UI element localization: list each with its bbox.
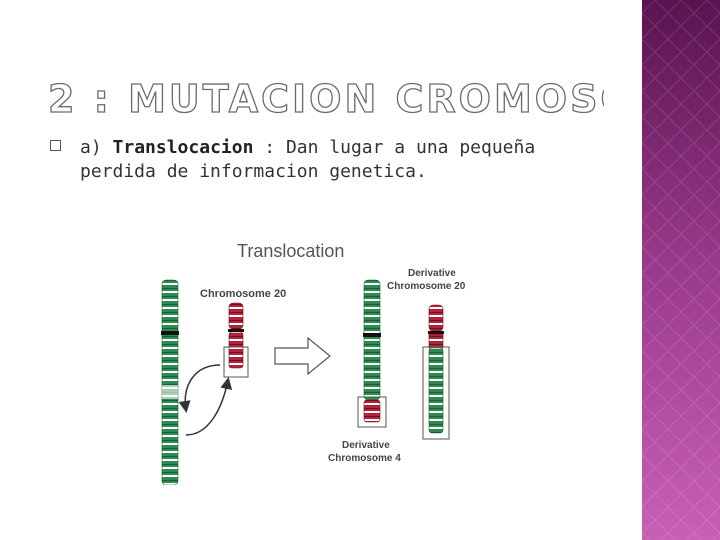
right-arrow-icon [274, 336, 331, 376]
exchange-arrow-up [185, 377, 233, 436]
label-derivative-4-line1: Derivative [342, 440, 390, 451]
bullet-prefix: a) [80, 137, 102, 158]
bullet-line1: Dan lugar a una pequeña [285, 137, 536, 158]
bullet-text: a) Translocacion : Dan lugar a una peque… [80, 136, 600, 184]
chromosome-20: Chromosome 20 [200, 288, 286, 378]
label-derivative-20-line1: Derivative [408, 268, 456, 279]
figure-heading: Translocation [237, 241, 344, 261]
chromosome-4 [161, 279, 179, 485]
bullet-term: Translocacion [112, 137, 254, 158]
bullet-line2: perdida de informacion genetica. [80, 161, 427, 182]
bullet-separator: : [253, 137, 286, 158]
translocation-diagram: Translocation Chromosome 20 Derivative [161, 241, 466, 485]
svg-text:2 : MUTACION CROMOSOMICAS: 2 : MUTACION CROMOSOMICAS [48, 78, 604, 118]
diamond-pattern [642, 0, 720, 540]
decorative-side-band [642, 0, 720, 540]
exchange-arrow-down [178, 364, 221, 413]
label-chromosome-20: Chromosome 20 [200, 288, 286, 300]
label-derivative-20-line2: Chromosome 20 [387, 281, 466, 292]
derivative-chromosome-20: Derivative Chromosome 20 [387, 268, 466, 440]
derivative-chromosome-4: Derivative Chromosome 4 [328, 279, 401, 464]
bullet-square-icon [50, 140, 61, 151]
page-title: 2 : MUTACION CROMOSOMICAS [47, 78, 604, 118]
label-derivative-4-line2: Chromosome 4 [328, 453, 401, 464]
